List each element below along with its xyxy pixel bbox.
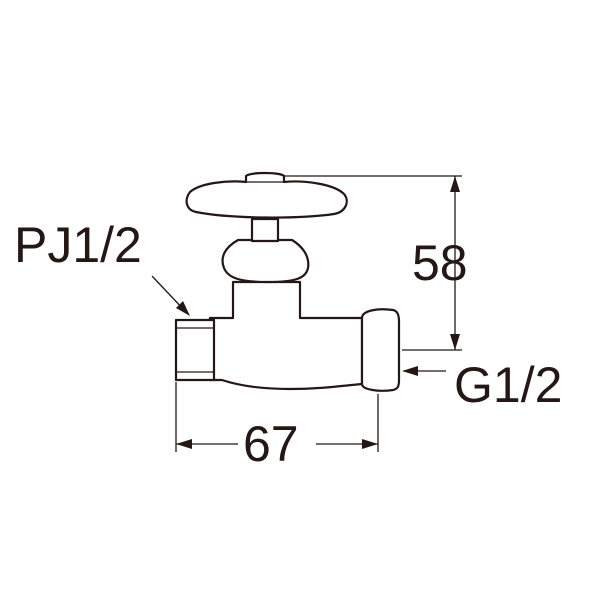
valve-handle — [185, 171, 348, 219]
height-dimension-label: 58 — [412, 235, 468, 291]
inlet-thread-end — [174, 318, 216, 382]
valve-main-body — [208, 280, 364, 391]
inlet-thread-label: PJ1/2 — [14, 217, 142, 273]
length-dimension-label: 67 — [243, 416, 299, 472]
valve-stem — [250, 217, 280, 243]
outlet-nut — [360, 308, 401, 392]
valve-bonnet — [221, 238, 310, 284]
valve-body — [174, 171, 401, 392]
dimension-lines — [151, 175, 462, 452]
outlet-thread-label: G1/2 — [454, 357, 562, 413]
